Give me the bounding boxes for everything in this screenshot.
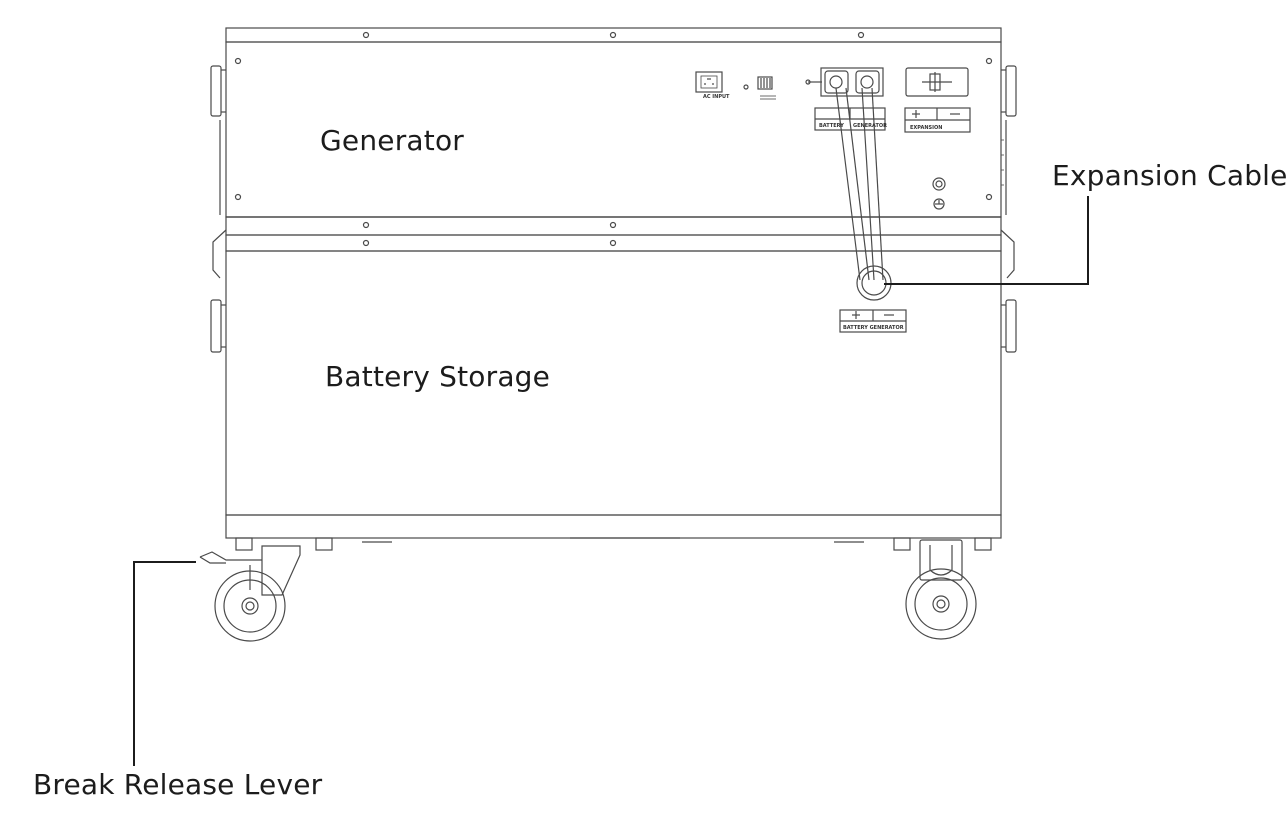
ground-terminal-icon [932, 177, 946, 210]
ac-input-port-icon [695, 71, 723, 93]
right-handle [1005, 65, 1017, 117]
screw-icon [234, 31, 993, 229]
battery-generator-text: BATTERY GENERATOR [843, 325, 904, 331]
right-wheel [905, 568, 977, 640]
right-handle [1005, 299, 1017, 353]
expansion-text: EXPANSION [910, 125, 942, 131]
battery-port-text: BATTERY [819, 123, 844, 129]
dip-switch-icon [757, 76, 773, 90]
callout-leader-lines [133, 196, 1089, 766]
expansion-cable-label: Expansion Cable [1052, 159, 1288, 192]
generator-label: Generator [320, 124, 464, 157]
expansion-cable [835, 87, 884, 281]
battery-generator-connector-icon [805, 67, 884, 97]
battery-storage-label: Battery Storage [325, 360, 551, 393]
expansion-port-icon [905, 67, 969, 97]
left-handle [210, 299, 222, 353]
brake-lever-leader [133, 561, 196, 766]
caster-wheels [199, 537, 992, 642]
generator-unit: AC INPUT BATTERY GENER [210, 27, 1017, 236]
left-handle [210, 65, 222, 117]
break-release-lever-label: Break Release Lever [33, 768, 323, 801]
indicator-light-icon [743, 84, 749, 90]
ac-input-text: AC INPUT [703, 94, 730, 100]
brake-release-lever [199, 551, 262, 561]
screw-icon [362, 239, 617, 247]
generator-port-text: GENERATOR [853, 123, 887, 129]
expansion-cable-leader [884, 196, 1089, 285]
